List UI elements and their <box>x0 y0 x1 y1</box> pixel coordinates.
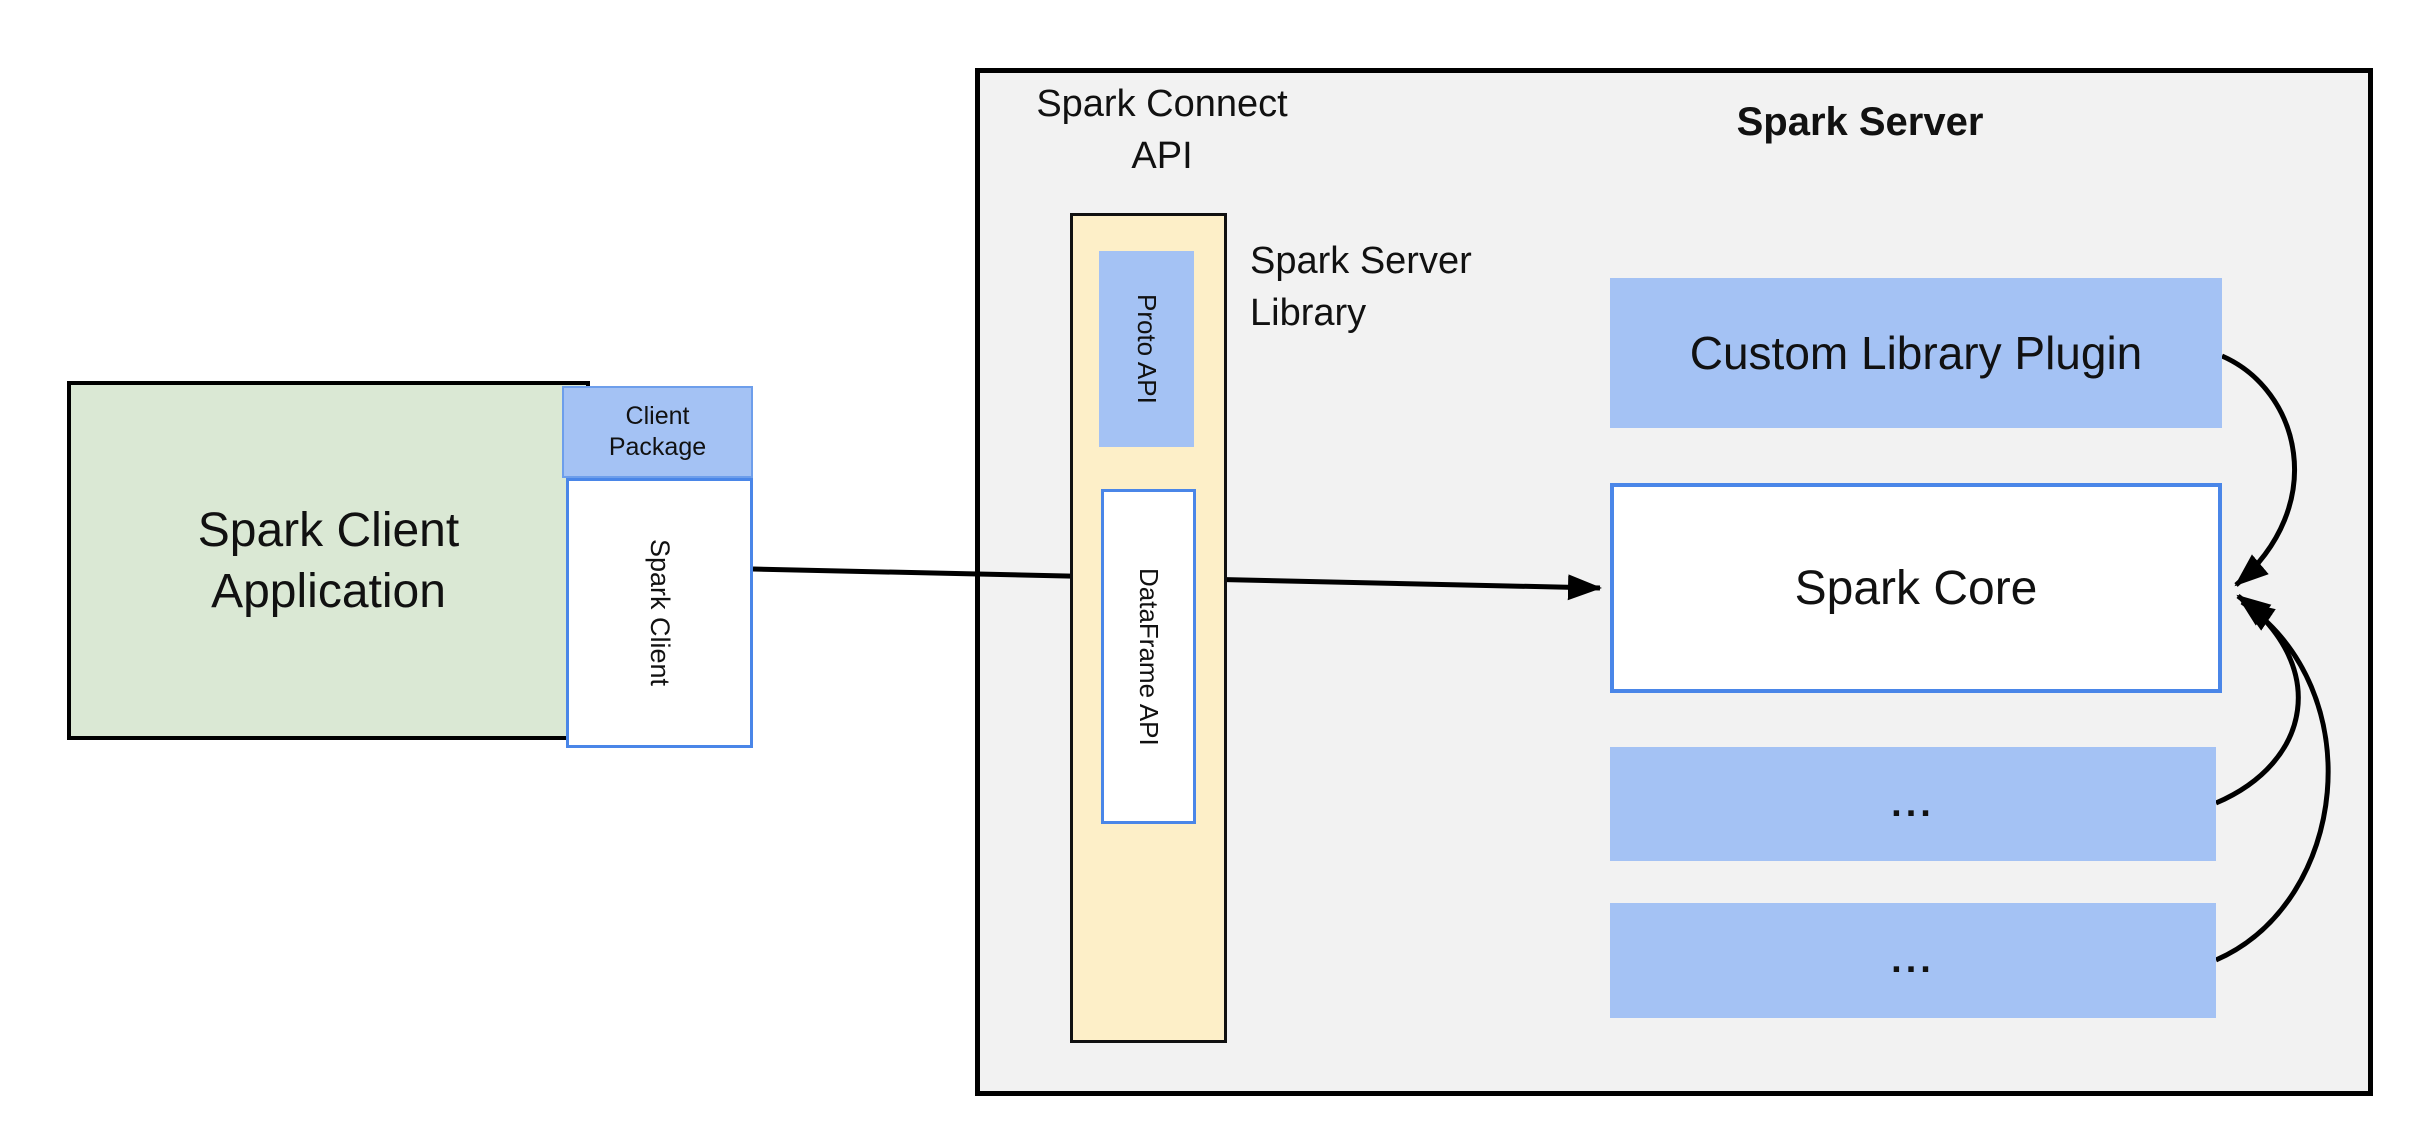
custom-library-plugin-box: Custom Library Plugin <box>1610 278 2222 428</box>
more2-to-core-arrow <box>2214 599 2331 963</box>
spark-server-title: Spark Server <box>1736 100 1984 144</box>
proto-api-box: Proto API <box>1099 251 1194 447</box>
more-plugin-box-1: ... <box>1610 747 2216 861</box>
client-package-label: Client Package <box>608 402 707 461</box>
custom-library-plugin-label: Custom Library Plugin <box>1689 327 2143 379</box>
spark-core-box: Spark Core <box>1610 483 2222 693</box>
more-plugin-box-2: ... <box>1610 903 2216 1018</box>
client-package-box: Client Package <box>562 386 753 478</box>
dataframe-api-box: DataFrame API <box>1101 489 1196 824</box>
dataframe-api-label: DataFrame API <box>1134 567 1164 746</box>
spark-client-application-label: Spark Client Application <box>197 503 460 618</box>
more-plugin-2-label: ... <box>1891 939 1935 981</box>
more-plugin-1-label: ... <box>1891 782 1935 825</box>
spark-client-label: Spark Client <box>645 539 675 687</box>
proto-api-label: Proto API <box>1132 294 1162 404</box>
plugin-to-core-arrow <box>2220 353 2297 587</box>
spark-client-application-box: Spark Client Application <box>67 381 590 740</box>
spark-server-library-label: Spark Server Library <box>1250 240 1472 334</box>
spark-client-box: Spark Client <box>566 478 753 748</box>
spark-connect-api-label: Spark Connect API <box>1036 83 1288 177</box>
spark-core-label: Spark Core <box>1794 561 2038 615</box>
more1-to-core-arrow <box>2215 594 2301 806</box>
